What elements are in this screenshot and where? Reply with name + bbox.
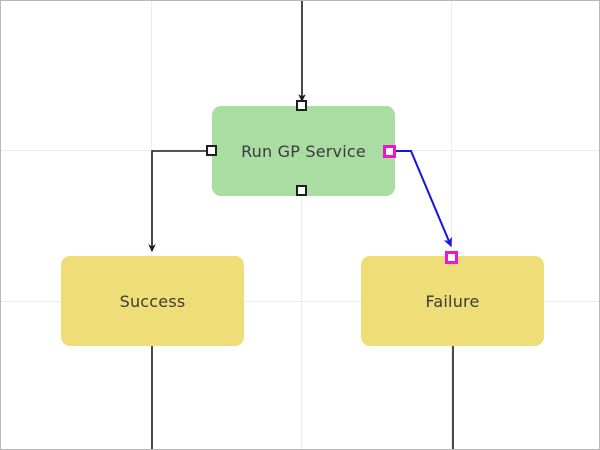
port-failure-top[interactable] <box>445 251 458 264</box>
edge-to-failure[interactable] <box>396 150 452 248</box>
port-run-gp-service-right[interactable] <box>383 145 396 158</box>
port-run-gp-service-bottom[interactable] <box>296 185 307 196</box>
port-run-gp-service-top[interactable] <box>296 100 307 111</box>
port-run-gp-service-left[interactable] <box>206 145 217 156</box>
edge-to-success[interactable] <box>148 150 206 253</box>
